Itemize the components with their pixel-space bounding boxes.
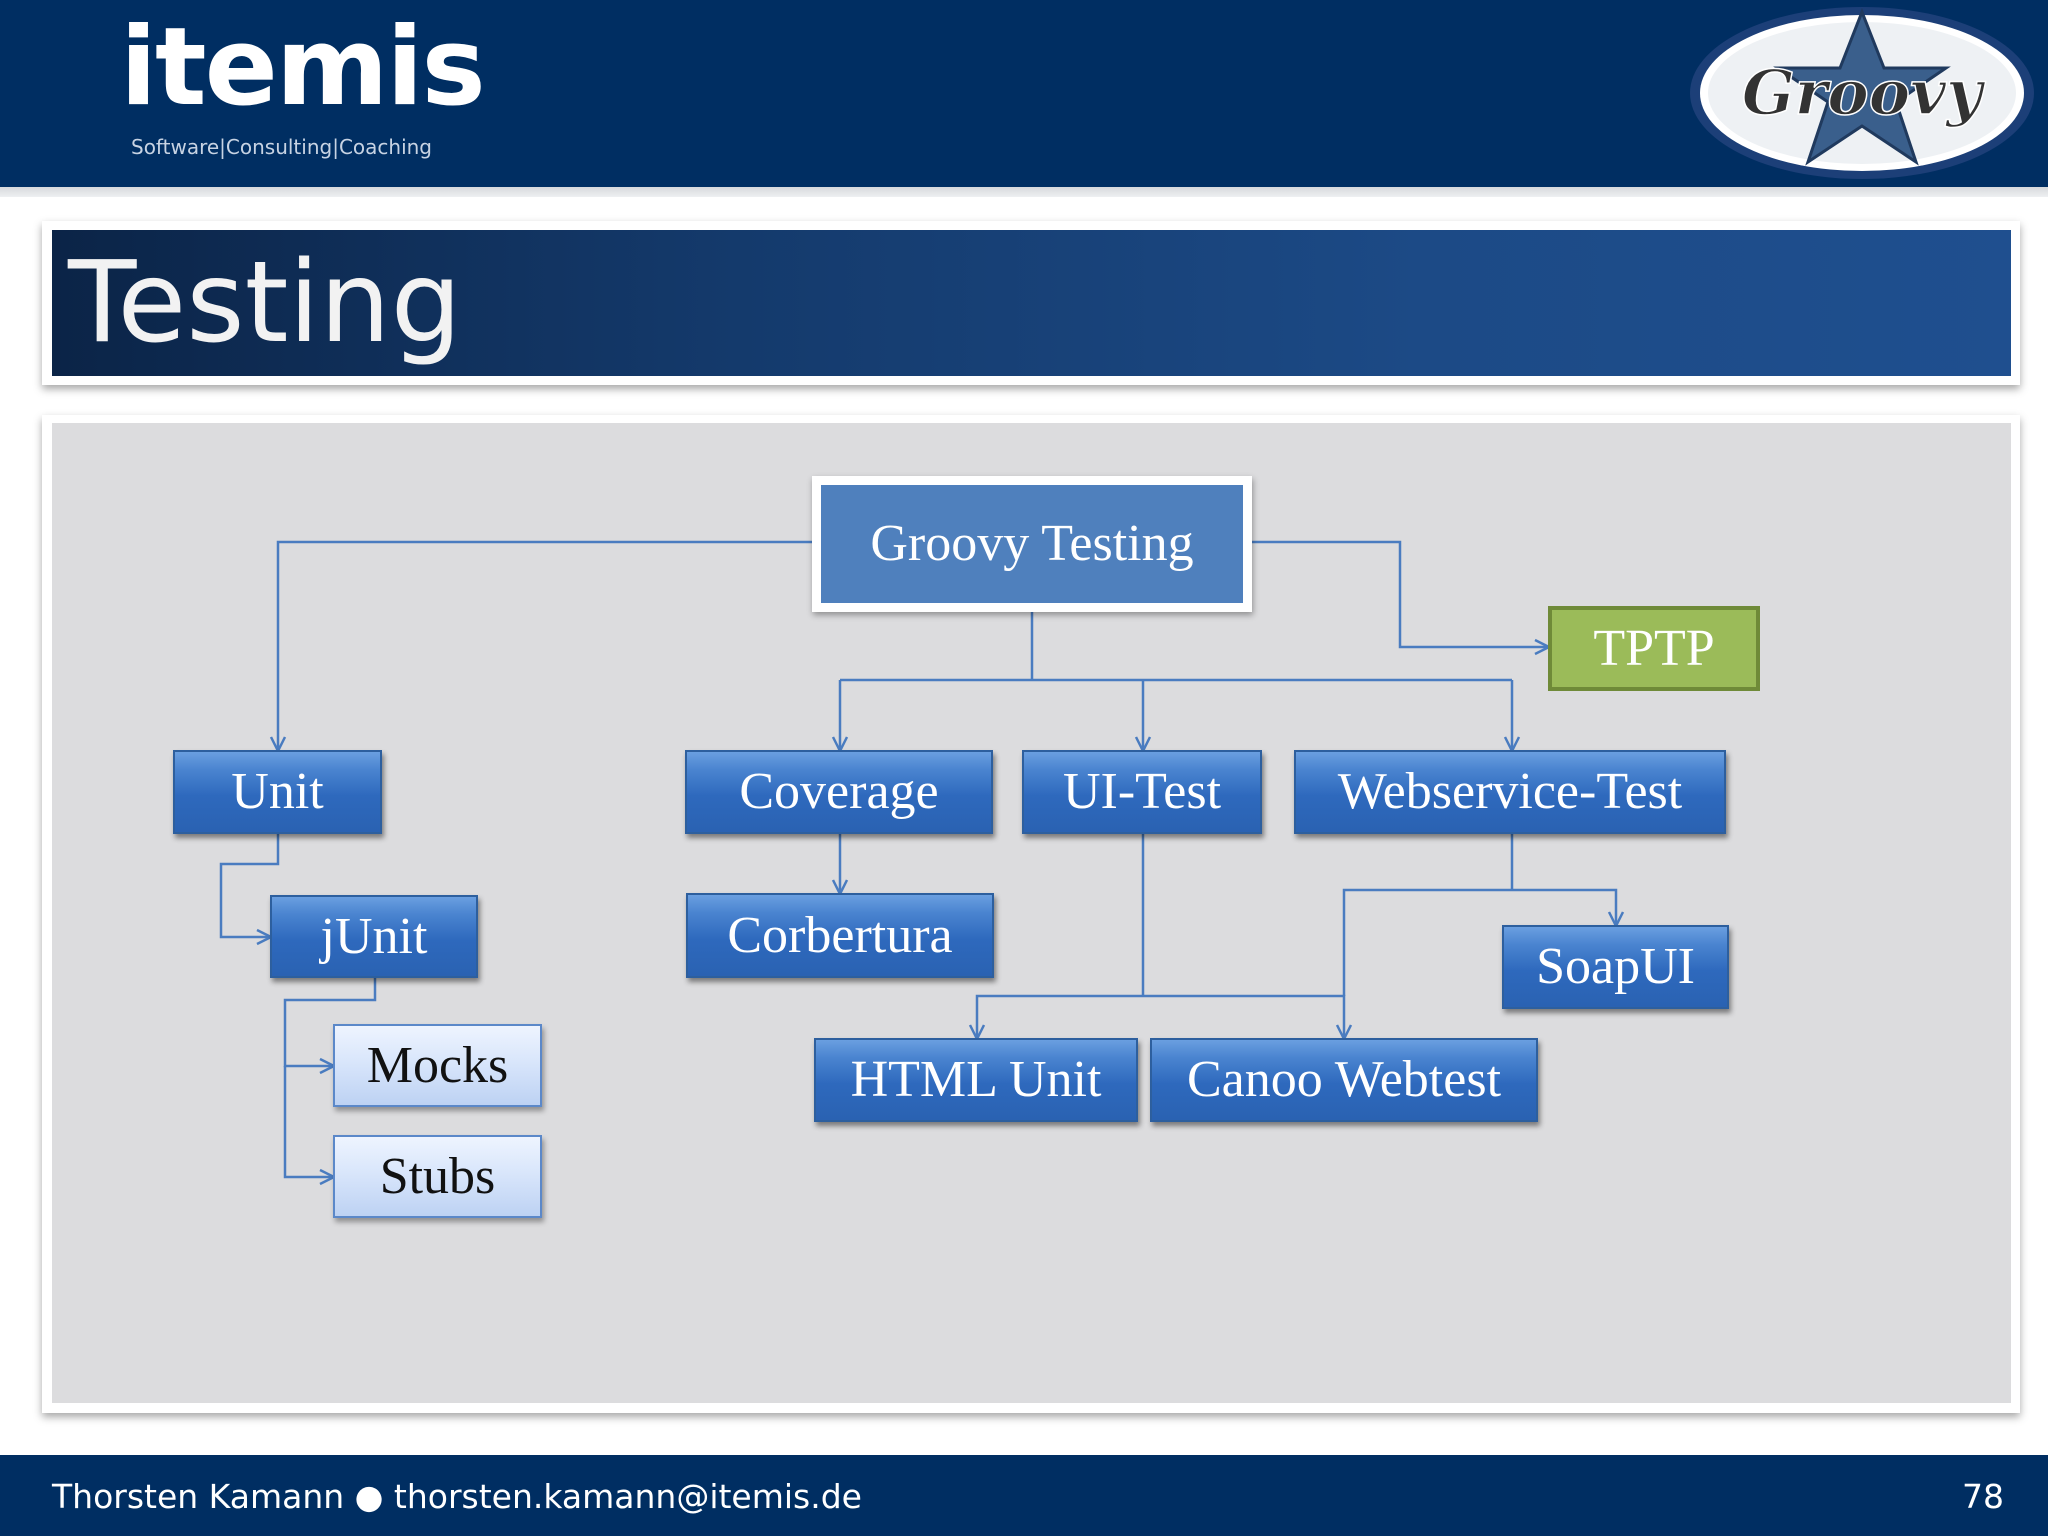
node-mocks: Mocks <box>333 1024 542 1107</box>
node-stubs: Stubs <box>333 1135 542 1218</box>
edge-unit-to-junit <box>219 834 280 946</box>
node-canoo-webtest: Canoo Webtest <box>1150 1038 1538 1122</box>
node-soapui: SoapUI <box>1502 925 1729 1009</box>
node-groovy-testing: Groovy Testing <box>812 476 1252 612</box>
node-tptp: TPTP <box>1548 606 1760 691</box>
edge-junit-to-mocks <box>283 978 377 1075</box>
header-divider <box>0 187 2048 197</box>
edge-webservice-test-to-soapui <box>1512 888 1625 929</box>
edge-ui-test-to-canoo-webtest <box>1143 994 1353 1042</box>
node-corbertura: Corbertura <box>686 893 994 978</box>
node-webservice-test: Webservice-Test <box>1294 750 1726 834</box>
groovy-logo-text: Groovy <box>1742 56 1986 129</box>
slide-title: Testing <box>68 238 462 368</box>
page-number: 78 <box>1962 1477 2004 1516</box>
node-coverage: Coverage <box>685 750 993 834</box>
node-junit: jUnit <box>270 895 478 978</box>
edge-webservice-test-to-canoo-webtest <box>1342 888 1512 996</box>
title-bar <box>52 230 2011 376</box>
itemis-logo-tagline: Software|Consulting|Coaching <box>131 135 432 159</box>
edge-ui-test-to-html-unit <box>968 994 1143 1042</box>
footer-author: Thorsten Kamann ● thorsten.kamann@itemis… <box>52 1477 862 1516</box>
edge-root-to-tptp <box>1248 540 1552 656</box>
edge-root-to-unit <box>269 540 818 754</box>
edge-junit-to-stubs <box>283 1066 337 1186</box>
itemis-logo: itemis <box>120 5 486 130</box>
node-ui-test: UI-Test <box>1022 750 1262 834</box>
groovy-logo: Groovy <box>1690 7 2034 179</box>
footer-band <box>0 1455 2048 1536</box>
node-html-unit: HTML Unit <box>814 1038 1138 1122</box>
node-unit: Unit <box>173 750 382 834</box>
